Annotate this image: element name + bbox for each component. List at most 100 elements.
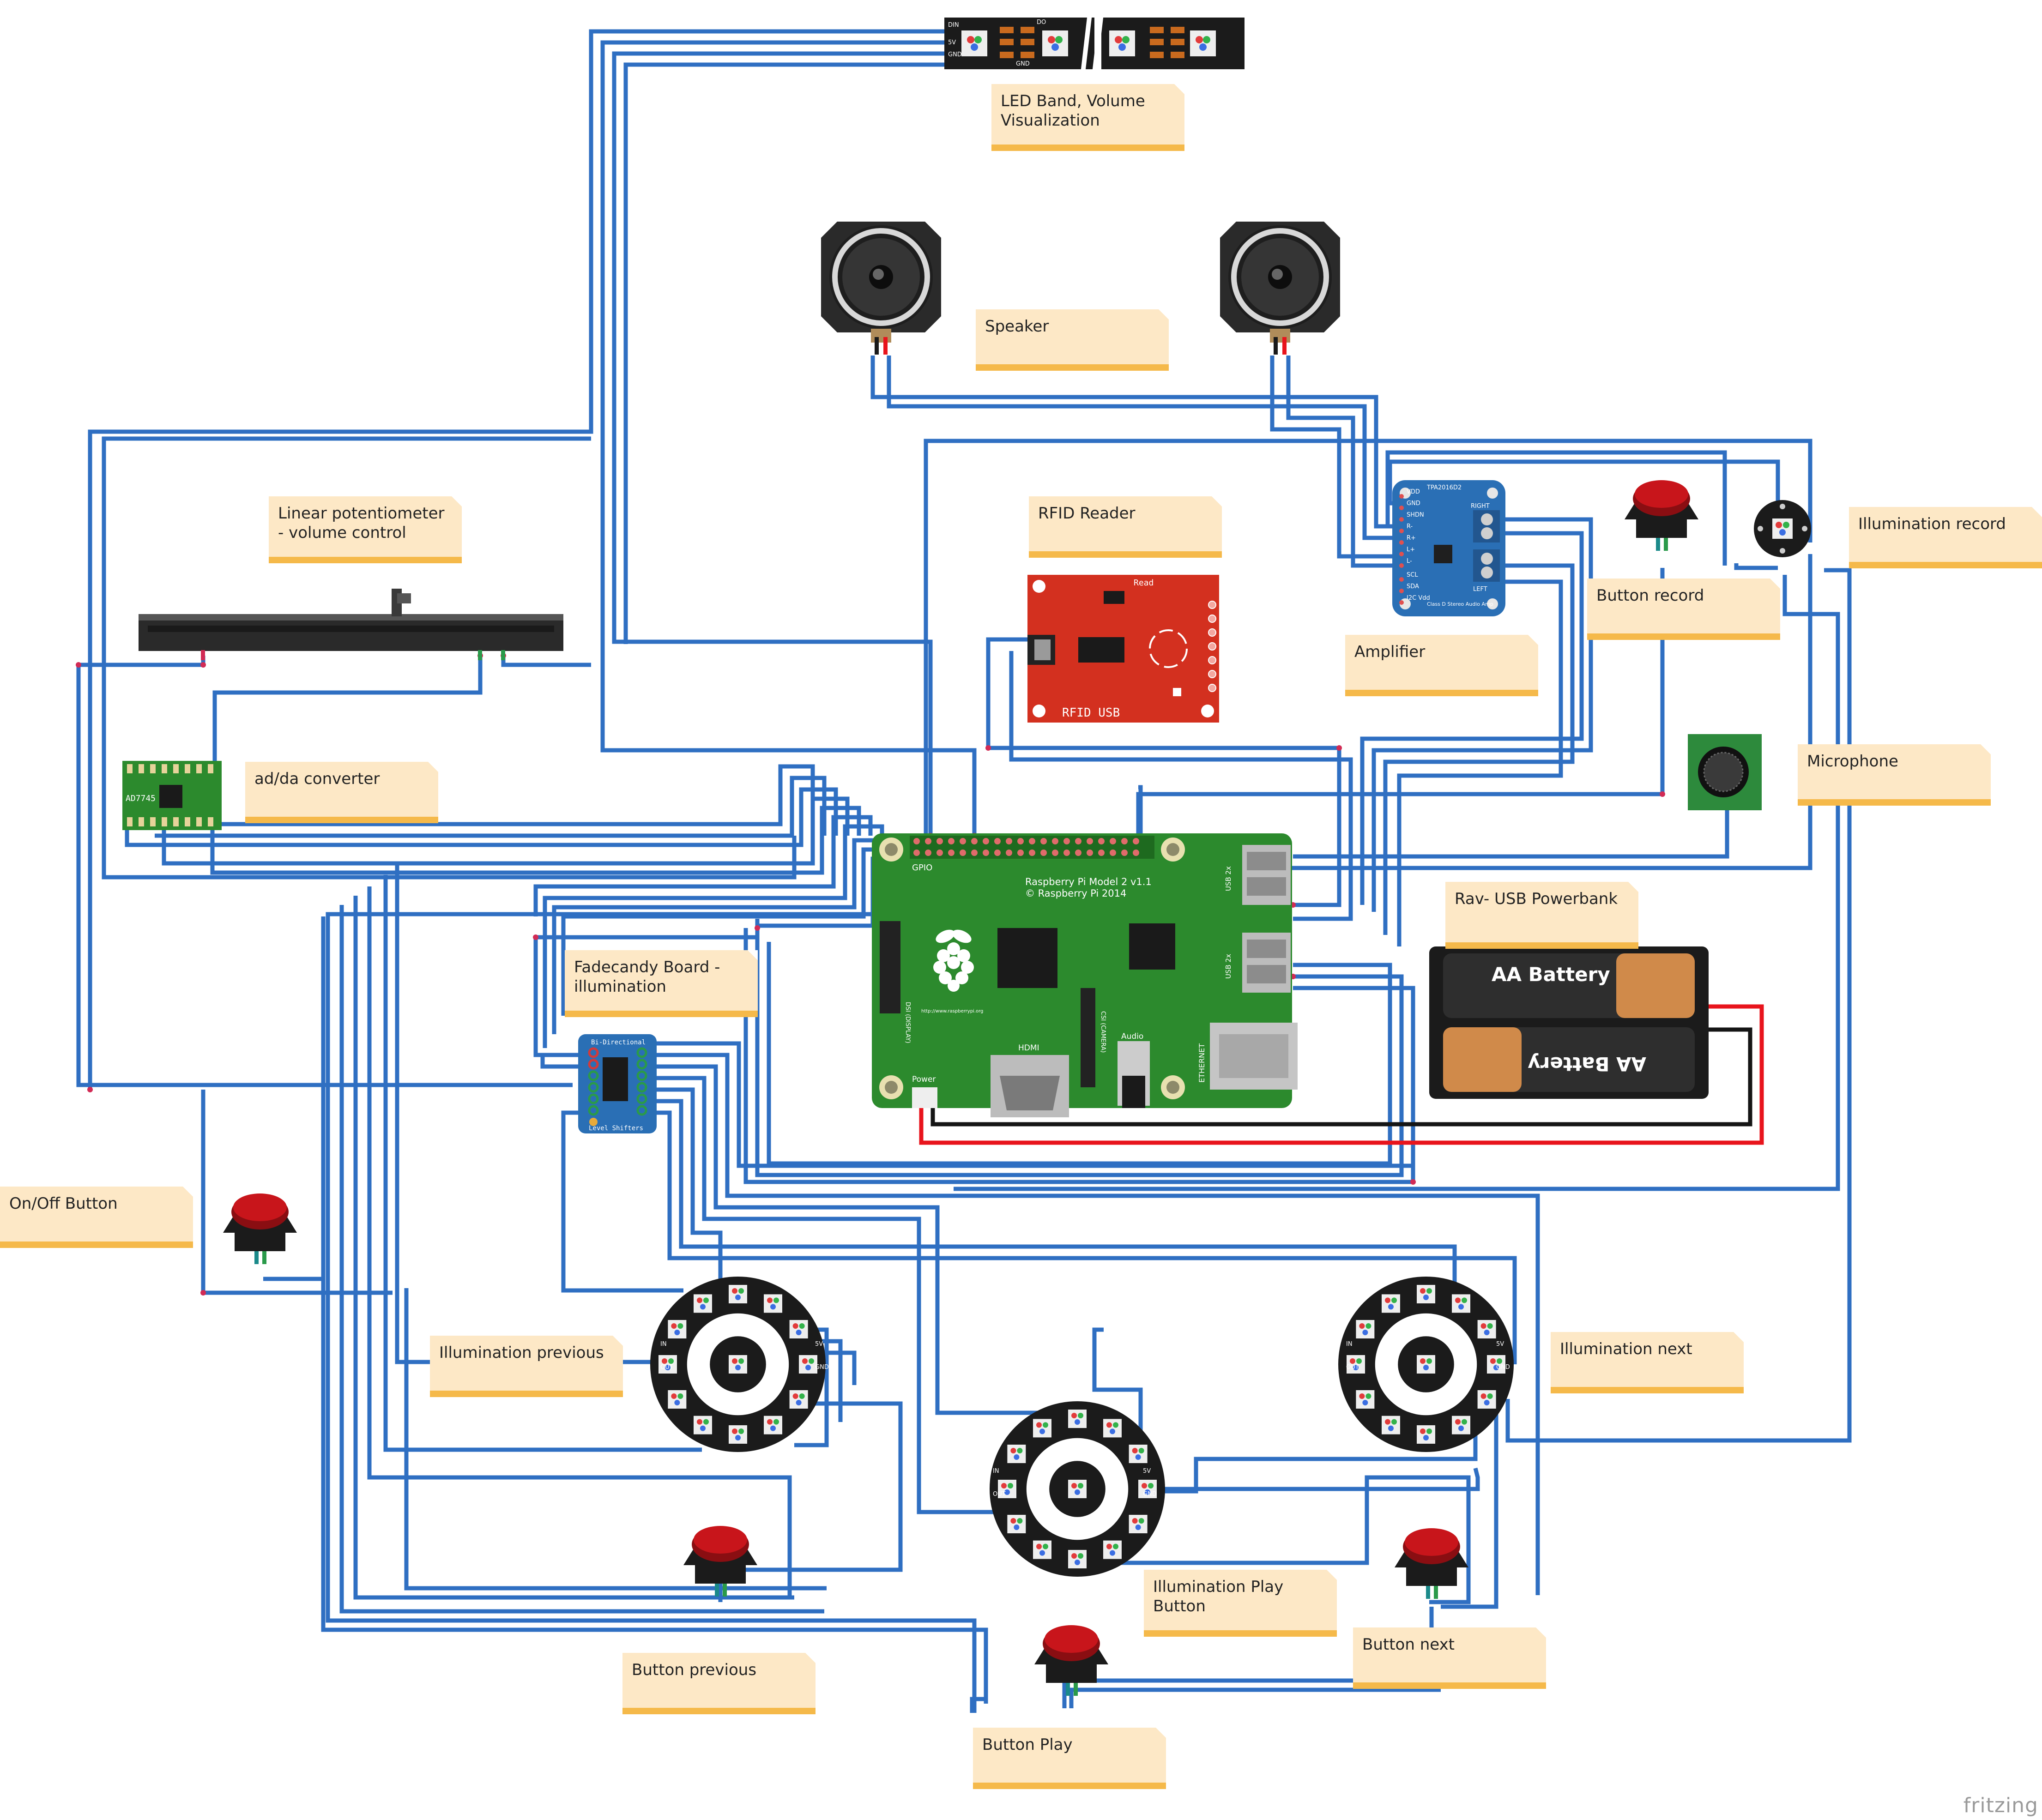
note-speaker: Speaker [976,309,1169,371]
gpio-pin [948,850,955,856]
wire [651,1053,1540,1595]
gpio-pin [913,850,920,856]
note-onoff: On/Off Button [0,1187,193,1248]
amp-pin-label: VDD [1407,488,1420,495]
speaker-right [1220,222,1340,355]
raspberry-pi-board: Raspberry Pi Model 2 v1.1 © Raspberry Pi… [872,833,1298,1117]
wire-endpoint [200,1290,206,1296]
note-illumination-play: Illumination Play Button [1144,1570,1337,1637]
ring-5v-label: 5V [815,1341,823,1348]
neopixel-led [1068,1480,1087,1498]
amplifier-board: TPA2016D2 RIGHT LEFT VDD GND SHDN R- R+ … [1392,480,1505,616]
note-button-record: Button record [1587,579,1780,640]
gpio-pin [1052,850,1058,856]
neopixel-led [1007,1515,1026,1533]
neopixel-led [1129,1445,1148,1463]
gpio-pin [960,838,966,844]
note-amplifier: Amplifier [1345,635,1538,696]
neopixel-led [1452,1294,1470,1313]
neopixel-led [694,1294,712,1313]
gpio-pin [1098,838,1105,844]
microphone-board [1688,734,1762,810]
wire [212,656,483,764]
neopixel-led [1477,1320,1496,1338]
gpio-pin [925,850,931,856]
neopixel-led [1477,1390,1496,1409]
wire [395,863,741,1364]
wire [1138,785,1143,836]
neopixel-led [1356,1320,1375,1338]
gpio-pin [936,850,943,856]
wire [162,796,850,866]
note-linear-pot: Linear potentiometer - volume control [269,496,462,563]
wire-endpoint [87,1087,93,1092]
note-adda: ad/da converter [245,762,438,823]
rpi-audio-label: Audio [1121,1032,1143,1041]
gpio-pin [971,838,978,844]
led-pin-label: 5V [948,39,956,46]
wire [88,29,949,1090]
amp-pin-label: L+ [1407,546,1415,553]
wire [1505,568,1852,1443]
led-resistor-pads [1000,27,1184,58]
neopixel-led [668,1320,687,1338]
gpio-pin [1110,850,1116,856]
wire [321,916,988,1704]
gpio-pin [1075,850,1081,856]
amp-pin-label: SDA [1407,583,1419,590]
wire [651,1064,1118,1415]
gpio-pin [994,838,1001,844]
neopixel-led [1068,1550,1087,1568]
gpio-pin [1087,838,1093,844]
wire [651,1041,1413,1168]
rpi-usb-label: USB 2x [1224,954,1232,979]
neopixel-led [789,1390,808,1409]
note-rfid-reader: RFID Reader [1029,496,1222,558]
neopixel-led [729,1285,747,1303]
gpio-pin [983,838,989,844]
ring-5v-label: 5V [1496,1341,1504,1348]
wire [970,1697,986,1713]
wire-endpoint [755,925,760,931]
neopixel-led [659,1355,677,1374]
gpio-pin [1017,850,1024,856]
ring-gnd-label: GND [1496,1364,1510,1371]
neopixel-led [729,1425,747,1444]
amp-desc-label: Class D Stereo Audio Amp [1427,601,1493,607]
wire [1371,517,1593,912]
level-shifter-bottom-label: Level Shifters [589,1125,643,1132]
wire [404,1288,827,1591]
rpi-csi-label: CSI (CAMERA) [1100,1011,1106,1053]
led-pixel [1190,30,1216,56]
wire [1069,1687,1441,1708]
wire [339,905,824,1614]
fritzing-watermark: fritzing [1963,1794,2038,1817]
amp-pin-label: R+ [1407,535,1416,542]
level-shifter-board: Bi-Directional Level Shifters [578,1034,657,1133]
battery-label: AA Battery [1492,963,1610,986]
neopixel-led [1417,1355,1435,1374]
button-record [1625,480,1698,551]
neopixel-ring-play [990,1401,1165,1577]
neopixel-led [1356,1390,1375,1409]
gpio-pin [994,850,1001,856]
wire-endpoint [533,934,538,940]
neopixel-led [729,1355,747,1374]
gpio-pin [948,838,955,844]
neopixel-ring-next [1338,1277,1514,1452]
gpio-pin [1133,838,1139,844]
note-illumination-next: Illumination next [1551,1332,1744,1393]
neopixel-led [1347,1355,1365,1374]
gpio-pin [1098,850,1105,856]
wire [986,637,1341,907]
button-next [1395,1528,1468,1599]
note-button-previous: Button previous [622,1653,816,1714]
wire-endpoint [1410,1179,1416,1185]
neopixel-rings [650,1277,1514,1577]
gpio-pin [1133,850,1139,856]
note-microphone: Microphone [1798,744,1991,806]
wire [501,656,591,667]
gpio-pin [1121,850,1128,856]
gpio-pin [1017,838,1024,844]
wire [353,896,794,1600]
